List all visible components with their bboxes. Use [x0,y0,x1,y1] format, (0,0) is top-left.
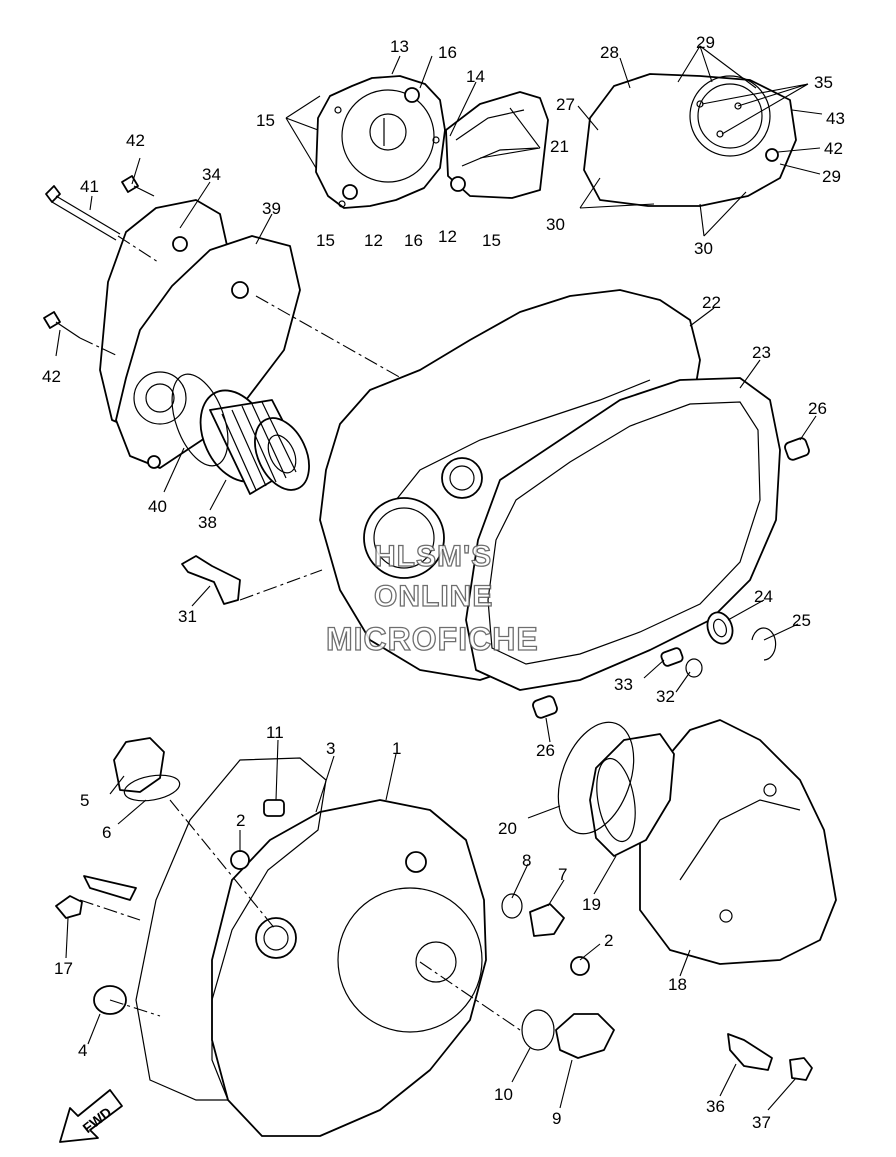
dowel-11 [263,799,285,817]
callout-19: 19 [582,895,601,914]
watermark: HLSM'S ONLINE MICROFICHE [325,539,539,657]
callout-31: 31 [178,607,197,626]
bolt-41 [45,185,121,241]
callout-7: 7 [558,865,567,884]
callout-43: 43 [826,109,845,128]
callout-2: 2 [604,931,613,950]
oil-filler-plug-5 [113,737,181,802]
callout-41: 41 [80,177,99,196]
callout-4: 4 [78,1041,87,1060]
clutch-cover-18 [639,719,837,965]
callout-11: 11 [266,723,284,742]
callout-numbers: 13 16 14 15 21 15 12 16 12 15 28 29 27 3… [42,33,845,1132]
callout-14: 14 [466,67,485,86]
oil-strainer-screen [445,91,549,199]
inner-crankcase-cover-top [315,75,446,209]
callout-27: 27 [556,95,575,114]
callout-28: 28 [600,43,619,62]
callout-30: 30 [694,239,713,258]
callout-24: 24 [754,587,773,606]
callout-25: 25 [792,611,811,630]
callout-6: 6 [102,823,111,842]
callout-42: 42 [126,131,145,150]
callout-2: 2 [236,811,245,830]
callout-12: 12 [364,231,383,250]
callout-29: 29 [696,33,715,52]
clutch-cover-gasket-top [583,73,797,207]
gasket-3 [135,757,327,1101]
callout-40: 40 [148,497,167,516]
bolts-42 [43,175,155,339]
callout-12: 12 [438,227,457,246]
callout-16: 16 [438,43,457,62]
callout-9: 9 [552,1109,561,1128]
callout-33: 33 [614,675,633,694]
bracket-17 [55,875,137,919]
callout-1: 1 [392,739,401,758]
callout-8: 8 [522,851,531,870]
callout-42: 42 [42,367,61,386]
callout-3: 3 [326,739,335,758]
callout-36: 36 [706,1097,725,1116]
callout-30: 30 [546,215,565,234]
callout-34: 34 [202,165,221,184]
leader-dashes-bottom [79,799,521,1031]
callout-39: 39 [262,199,281,218]
clip-36-bolt-37 [727,1033,813,1081]
callout-13: 13 [390,37,409,56]
callout-leaders [55,45,823,1111]
callout-18: 18 [668,975,687,994]
callout-16: 16 [404,231,423,250]
dowel-pins-26 [532,437,810,719]
seal-19 [589,733,675,857]
o-ring-40 [171,373,229,467]
bracket-31 [181,555,323,605]
callout-10: 10 [494,1085,513,1104]
watermark-line-3: MICROFICHE [326,621,539,657]
callout-21: 21 [550,137,569,156]
callout-35: 35 [814,73,833,92]
seal-24-circlip-25 [706,611,777,661]
callout-15: 15 [316,231,335,250]
callout-26: 26 [536,741,555,760]
watermark-line-2: ONLINE [374,580,493,613]
callout-23: 23 [752,343,771,362]
callout-5: 5 [80,791,89,810]
oil-filter-element [199,389,310,495]
crankcase-cover-1 [211,799,487,1137]
callout-32: 32 [656,687,675,706]
callout-15: 15 [256,111,275,130]
callout-38: 38 [198,513,217,532]
callout-26: 26 [808,399,827,418]
gasket-23 [465,377,781,691]
o-ring-20 [557,721,635,835]
callout-15: 15 [482,231,501,250]
watermark-line-1: HLSM'S [374,540,492,573]
fwd-arrow-icon: FWD [59,1089,123,1143]
callout-17: 17 [54,959,73,978]
callout-42: 42 [824,139,843,158]
collar-33-washer-32 [660,647,703,678]
oil-filter-cover-assy [99,199,301,469]
callout-20: 20 [498,819,517,838]
callout-29: 29 [822,167,841,186]
callout-22: 22 [702,293,721,312]
callout-37: 37 [752,1113,771,1132]
